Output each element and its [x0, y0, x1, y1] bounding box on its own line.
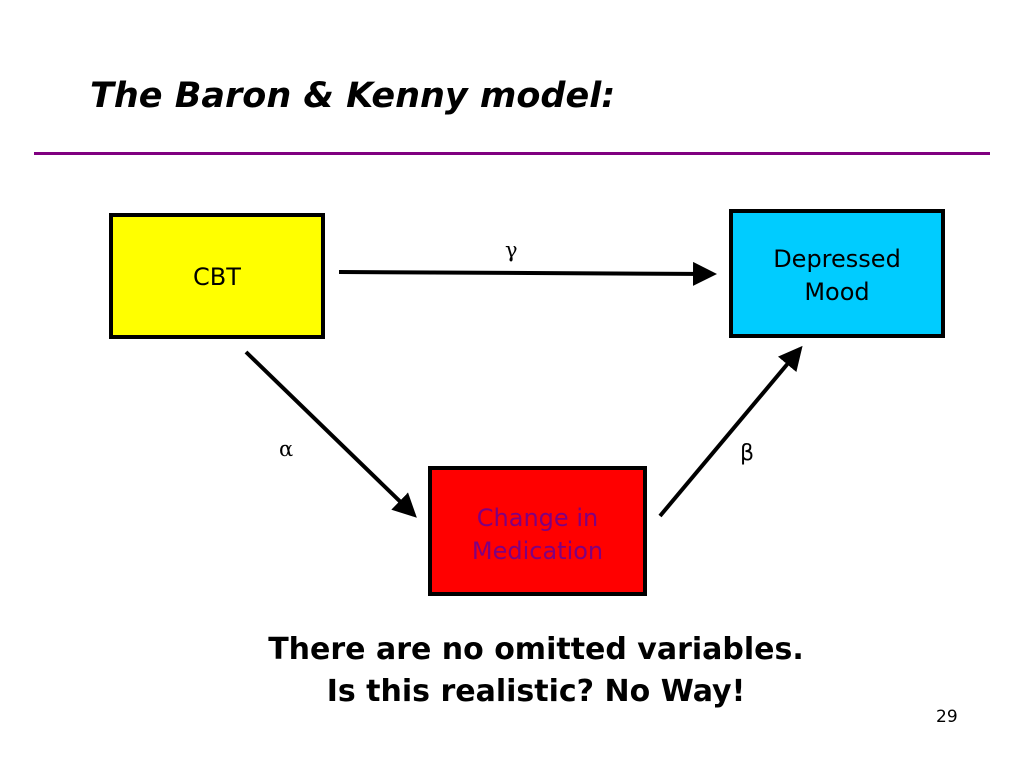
edge-label-beta: β	[740, 441, 755, 466]
arrow-cbt-to-medication	[244, 350, 417, 518]
node-depressed-mood: Depressed Mood	[729, 209, 945, 338]
edge-label-alpha: α	[279, 437, 294, 461]
page-number: 29	[936, 707, 958, 727]
edge-label-gamma: γ	[505, 238, 518, 262]
node-depressed-mood-label: Depressed Mood	[773, 245, 901, 306]
node-cbt-label: CBT	[193, 263, 241, 291]
footer-statement: There are no omitted variables.	[268, 632, 804, 667]
title-divider	[34, 152, 990, 155]
node-change-in-medication: Change in Medication	[428, 466, 647, 596]
node-change-in-medication-label: Change in Medication	[471, 504, 604, 565]
arrow-cbt-to-mood	[338, 261, 717, 286]
node-cbt: CBT	[109, 213, 325, 339]
arrow-medication-to-mood	[658, 345, 803, 518]
slide-title: The Baron & Kenny model:	[90, 76, 616, 116]
footer-question: Is this realistic? No Way!	[326, 674, 746, 709]
